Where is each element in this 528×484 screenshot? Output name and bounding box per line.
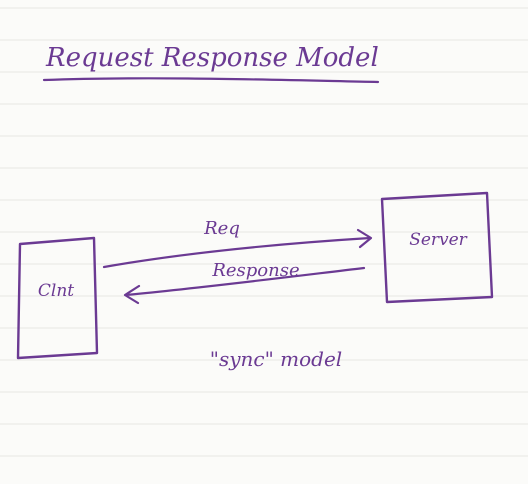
client-label: Clnt [38,281,74,301]
server-label: Server [409,230,467,250]
response-arrowhead-icon [123,284,141,305]
model-caption: "sync" model [210,347,342,371]
page-title: Request Response Model [45,43,379,73]
request-arrowhead-icon [356,228,373,249]
request-arrow-line [102,236,372,269]
title-underline [42,77,380,84]
ruled-lines [0,7,528,457]
request-label: Req [203,218,240,239]
client-box [16,236,99,360]
response-arrow-line [124,266,366,297]
server-box [380,191,494,304]
response-label: Response [211,260,299,281]
